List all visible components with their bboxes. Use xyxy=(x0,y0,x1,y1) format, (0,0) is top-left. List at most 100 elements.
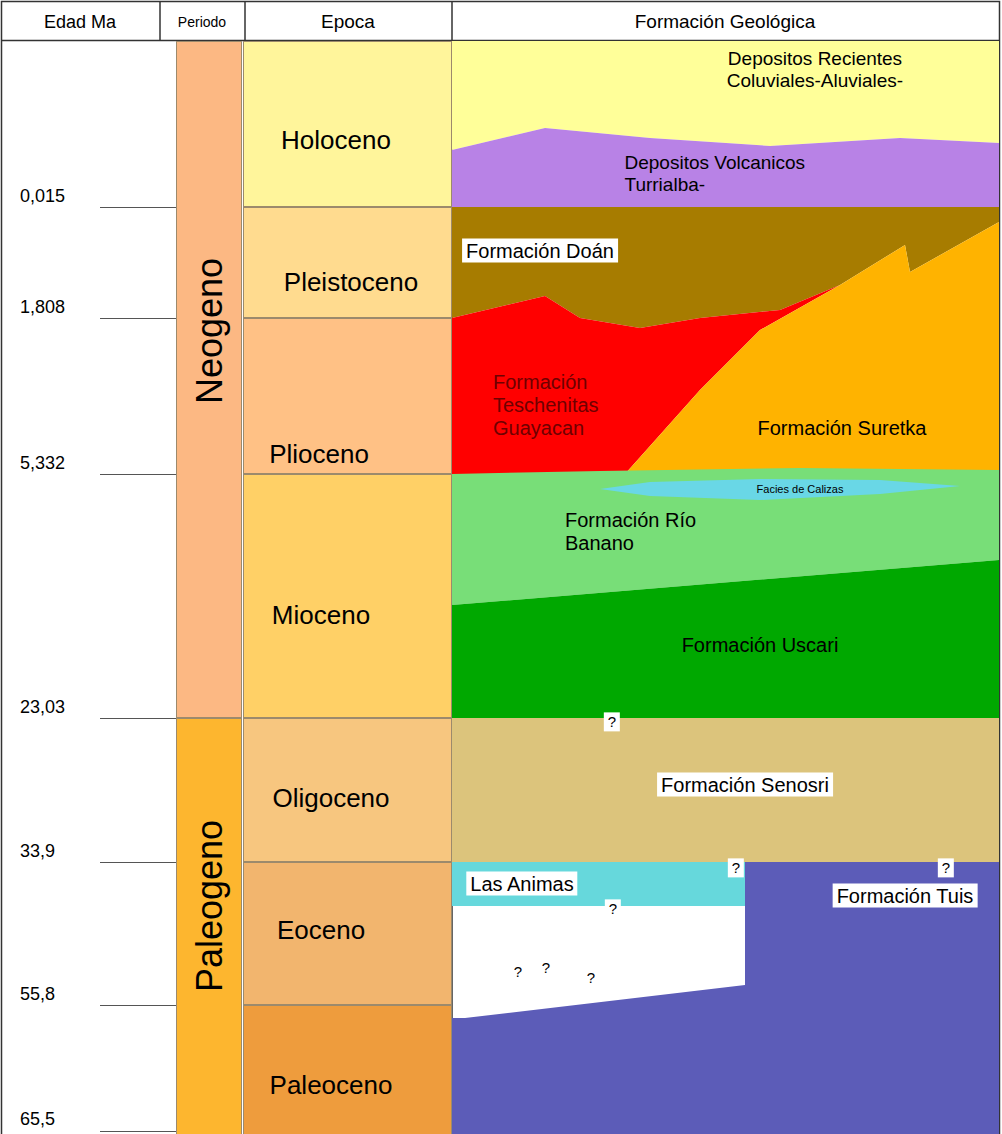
header-cell: Epoca xyxy=(245,3,452,40)
age-number: 23,03 xyxy=(20,697,65,717)
label-holder: ? xyxy=(728,859,744,876)
text-holder: Oligoceno xyxy=(272,784,389,814)
node-text: Neogeno xyxy=(189,258,230,404)
node-text: Oligoceno xyxy=(272,783,389,813)
text-holder: Plioceno xyxy=(269,440,369,470)
formation-fill xyxy=(600,479,960,500)
formation-area: Formación Suretka xyxy=(625,222,999,474)
text-holder: Eoceno xyxy=(277,916,365,946)
epoch-band: Holoceno xyxy=(243,41,452,207)
node-text: Edad Ma xyxy=(44,12,116,32)
text-holder: Mioceno xyxy=(272,601,370,631)
uncertainty-mark: ? xyxy=(728,858,744,877)
label-holder: ? xyxy=(583,969,599,986)
node-text: Epoca xyxy=(321,11,375,32)
uncertainty-mark: ? xyxy=(938,858,954,877)
label-holder: 0,015 xyxy=(20,186,65,207)
epoch-band: Eoceno xyxy=(243,862,452,1005)
uncertainty-mark: ? xyxy=(604,712,620,731)
text-holder: Las Animas xyxy=(466,873,577,896)
formation-fill xyxy=(452,560,999,718)
uncertainty-mark: ? xyxy=(605,899,621,918)
label-holder: ? xyxy=(938,859,954,876)
text-holder: Formación Río Banano xyxy=(565,509,715,555)
formation-area: Formación Uscari xyxy=(452,560,999,718)
age-tick xyxy=(100,862,176,863)
epoch-band: Oligoceno xyxy=(243,718,452,862)
node-text: Las Animas xyxy=(466,872,577,896)
text-holder: Formación Uscari xyxy=(682,634,839,657)
formation-fill xyxy=(625,222,999,474)
age-number: 5,332 xyxy=(20,453,65,473)
text-holder: Epoca xyxy=(321,11,375,33)
age-tick xyxy=(100,718,176,719)
header-cell: Periodo xyxy=(160,3,245,40)
node-text: Eoceno xyxy=(277,915,365,945)
text-holder: Facies de Calizas xyxy=(757,483,844,496)
text-holder: Formación Tuis xyxy=(833,885,978,908)
text-holder: Formación Geológica xyxy=(635,11,816,33)
text-holder: Formación Senosri xyxy=(657,774,833,797)
text-holder: Formación Suretka xyxy=(758,417,927,440)
text-holder: Edad Ma xyxy=(44,12,116,33)
formation-fill xyxy=(452,128,999,207)
text-holder: Periodo xyxy=(178,14,226,30)
node-text: Mioceno xyxy=(272,600,370,630)
formation-area: Formación Tuis xyxy=(452,862,999,1134)
label-holder: ? xyxy=(510,963,526,980)
epoch-band: Pleistoceno xyxy=(243,207,452,318)
header-divider xyxy=(159,2,161,41)
period-band: Neogeno xyxy=(176,41,242,718)
label-holder: 65,5 xyxy=(20,1109,55,1130)
epoch-band: Mioceno xyxy=(243,474,452,718)
age-number: 65,5 xyxy=(20,1109,55,1129)
node-text: Paleogeno xyxy=(189,820,230,992)
node-text: Formación Suretka xyxy=(758,417,927,439)
text-holder: Holoceno xyxy=(281,126,391,156)
epoch-band: Plioceno xyxy=(243,318,452,474)
text-holder: Depositos Recientes Coluviales-Aluviales… xyxy=(700,48,930,92)
label-holder: 55,8 xyxy=(20,984,55,1005)
text-holder: Pleistoceno xyxy=(284,268,418,298)
age-tick xyxy=(100,474,176,475)
node-text: Pleistoceno xyxy=(284,267,418,297)
age-number: 1,808 xyxy=(20,297,65,317)
node-text: Formación Senosri xyxy=(657,773,833,797)
text-holder: Paleoceno xyxy=(270,1071,393,1101)
uncertainty-mark: ? xyxy=(510,962,526,981)
text-holder: Depositos Volcanicos Turrialba- xyxy=(625,152,830,196)
label-holder: 1,808 xyxy=(20,297,65,318)
uncertainty-mark: ? xyxy=(583,968,599,987)
node-text: Depositos Volcanicos Turrialba- xyxy=(625,152,806,195)
header-cell: Formación Geológica xyxy=(452,3,999,40)
label-holder: 5,332 xyxy=(20,453,65,474)
label-holder: ? xyxy=(604,713,620,730)
label-holder: 33,9 xyxy=(20,841,55,862)
node-text: Plioceno xyxy=(269,439,369,469)
age-tick xyxy=(100,318,176,319)
node-text: Formación Río Banano xyxy=(565,509,696,554)
formation-fill xyxy=(452,862,999,1134)
node-text: Holoceno xyxy=(281,125,391,155)
header-divider xyxy=(244,2,246,41)
label-holder: 23,03 xyxy=(20,697,65,718)
text-holder: Formación Teschenitas Guayacan xyxy=(493,371,613,440)
label-holder: ? xyxy=(605,900,621,917)
period-band: Paleogeno xyxy=(176,718,242,1134)
age-tick xyxy=(100,207,176,208)
limestone-lens: Facies de Calizas xyxy=(600,479,960,500)
formation-area: Depositos Volcanicos Turrialba- xyxy=(452,128,999,207)
text-holder: Formación Doán xyxy=(462,240,618,263)
formation-area: Las Animas xyxy=(452,862,745,906)
age-tick xyxy=(100,1005,176,1006)
age-tick xyxy=(100,1131,176,1132)
node-text: Formación Teschenitas Guayacan xyxy=(493,371,599,439)
age-number: 55,8 xyxy=(20,984,55,1004)
node-text: Formación Geológica xyxy=(635,11,816,32)
epoch-band: Paleoceno xyxy=(243,1005,452,1134)
header-cell: Edad Ma xyxy=(3,3,160,40)
node-text: Periodo xyxy=(178,14,226,30)
node-text: Facies de Calizas xyxy=(757,483,844,495)
node-text: Formación Doán xyxy=(462,239,618,263)
